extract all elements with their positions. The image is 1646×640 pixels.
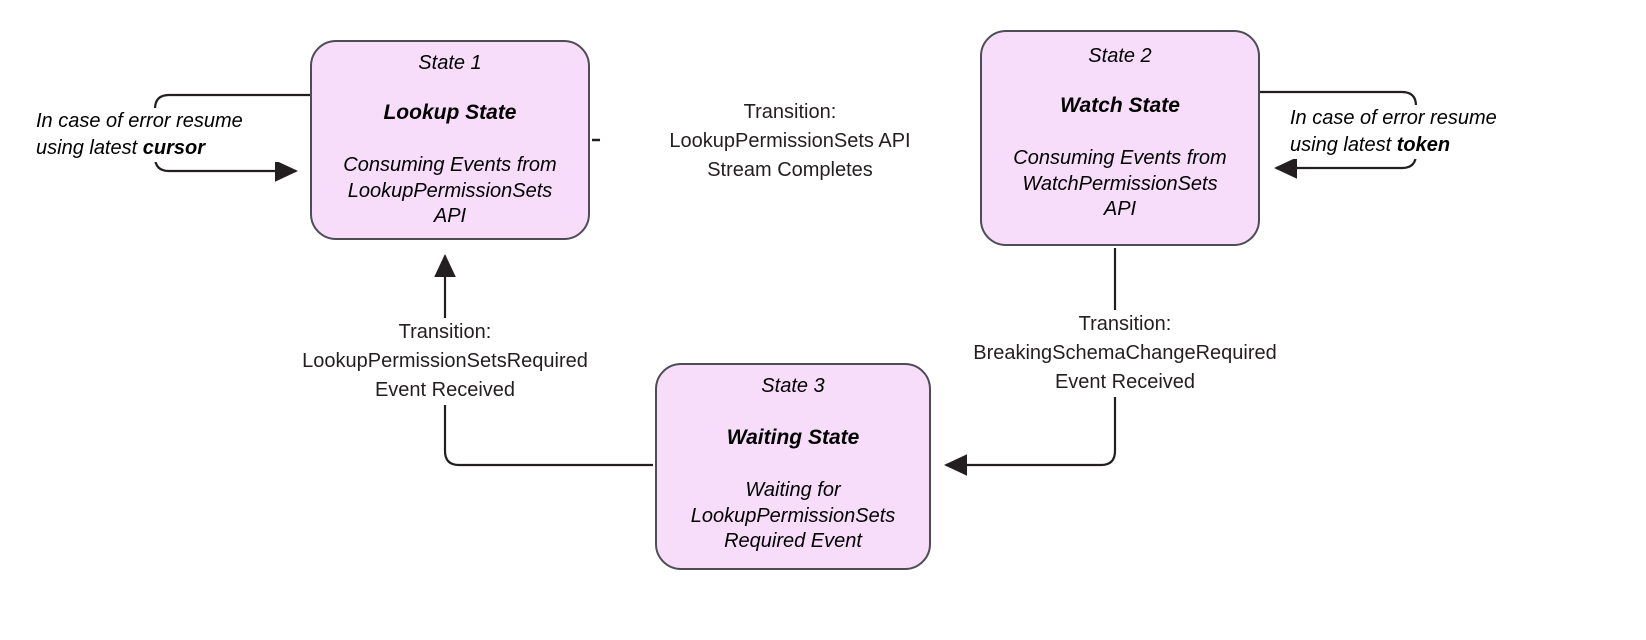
state-node-waiting[interactable]: State 3 Waiting State Waiting for Lookup… <box>655 363 931 570</box>
state-title: Watch State <box>1060 94 1180 117</box>
self-loop-note-cursor: In case of error resume using latest cur… <box>36 108 286 162</box>
state-node-lookup[interactable]: State 1 Lookup State Consuming Events fr… <box>310 40 590 240</box>
state-title: Waiting State <box>726 426 860 449</box>
state-number: State 1 <box>418 52 482 74</box>
state-description: Consuming Events from LookupPermissionSe… <box>343 154 557 228</box>
transition-label-lookup-stream-completes: Transition: LookupPermissionSets API Str… <box>600 98 980 185</box>
self-loop-note-text: In case of error resume using latest <box>1290 107 1497 156</box>
self-loop-note-token: In case of error resume using latest tok… <box>1290 105 1540 159</box>
self-loop-note-emphasis: cursor <box>142 137 205 159</box>
edge-state2-to-state3 <box>943 248 1117 476</box>
state-number: State 3 <box>761 375 825 397</box>
state-title: Lookup State <box>383 101 517 124</box>
state-number: State 2 <box>1088 45 1152 67</box>
self-loop-note-text: In case of error resume using latest <box>36 110 243 159</box>
edge-state3-to-state1 <box>434 253 653 467</box>
state-description: Waiting for LookupPermissionSets Require… <box>690 479 896 553</box>
self-loop-note-emphasis: token <box>1396 134 1451 156</box>
state-node-watch[interactable]: State 2 Watch State Consuming Events fro… <box>980 30 1260 246</box>
transition-label-lookup-permission-sets-required: Transition: LookupPermissionSetsRequired… <box>265 318 625 405</box>
state-description: Consuming Events from WatchPermissionSet… <box>1013 147 1227 221</box>
transition-label-breaking-schema-change-required: Transition: BreakingSchemaChangeRequired… <box>945 310 1305 397</box>
